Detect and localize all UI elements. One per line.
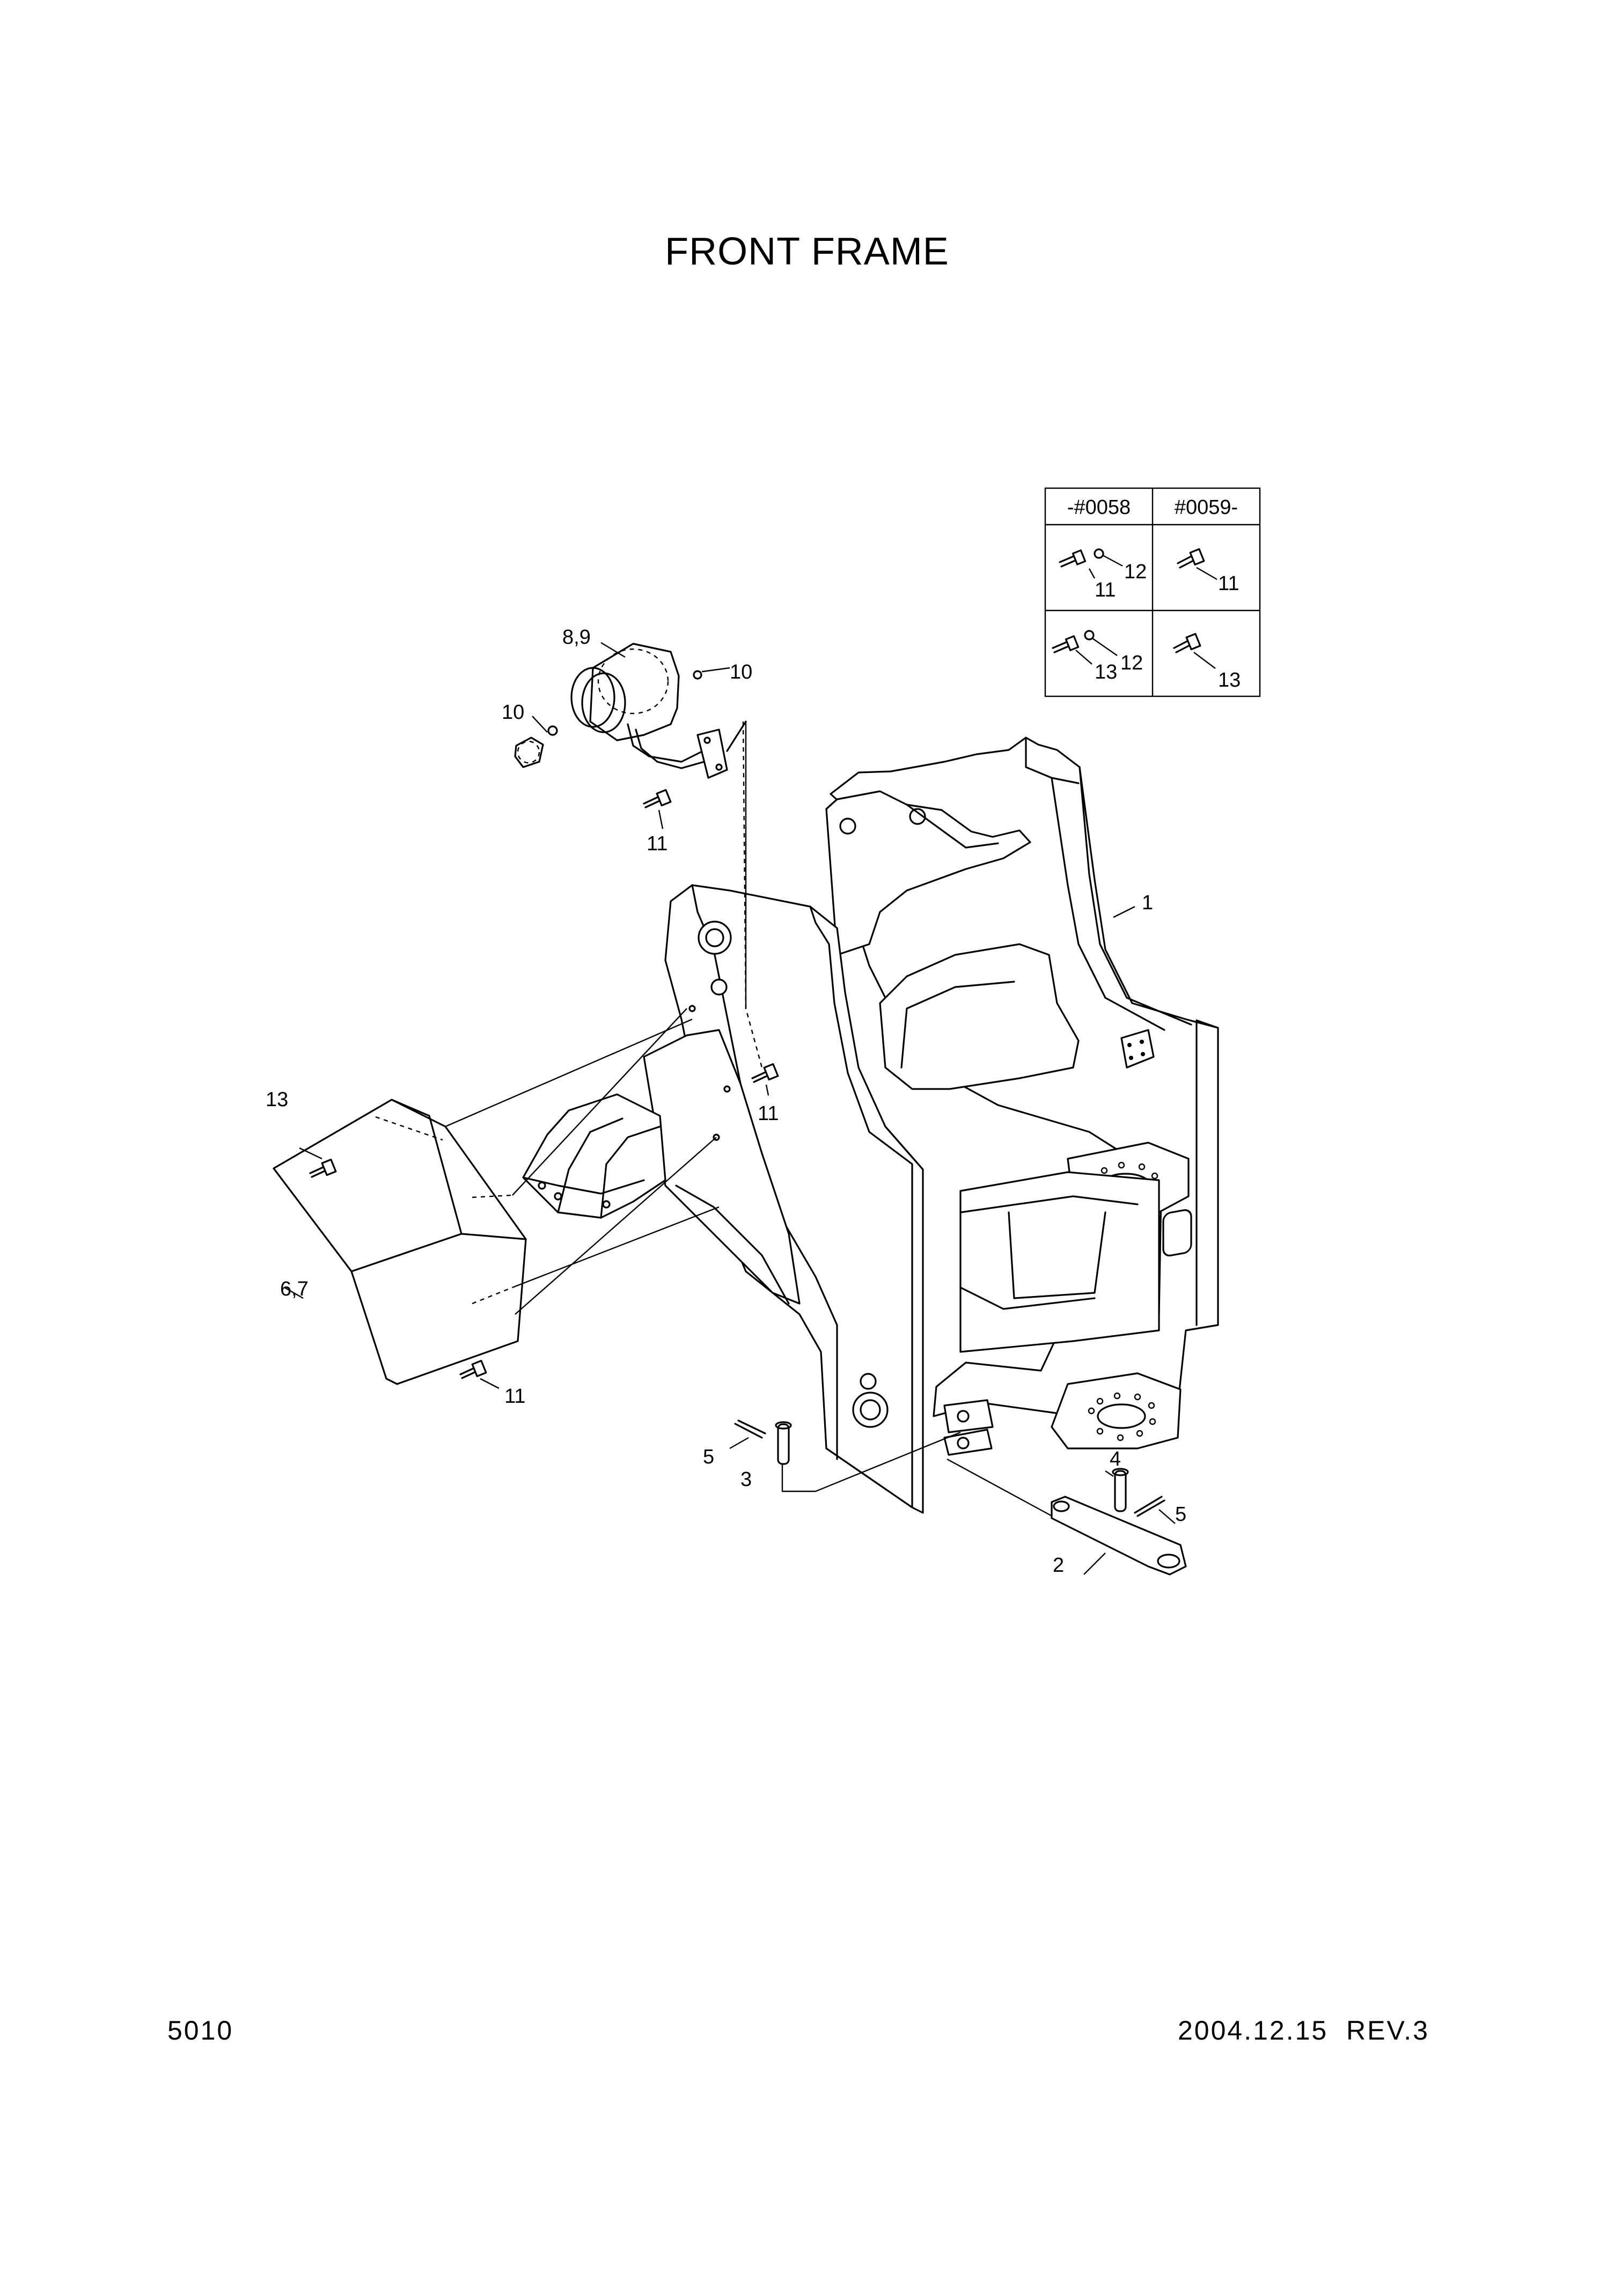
plug-icon (514, 737, 544, 768)
front-frame (643, 737, 1219, 1514)
bolt-icon (751, 1063, 779, 1096)
callout-11: 11 (504, 1385, 525, 1408)
cotter-pin-icon (1134, 1496, 1176, 1524)
washer-icon (1084, 630, 1095, 641)
serial-header-left: -#0058 (1067, 496, 1131, 519)
table-callout: 11 (1218, 572, 1239, 595)
callout-10: 10 (730, 661, 752, 683)
callout-8-9: 8,9 (562, 626, 591, 649)
callout-13: 13 (266, 1088, 288, 1111)
bolt-icon (643, 789, 672, 829)
page-title: FRONT FRAME (665, 230, 949, 273)
callout-11: 11 (758, 1102, 779, 1125)
bolt-icon (299, 1147, 337, 1178)
callout-5: 5 (1175, 1503, 1186, 1526)
callout-11: 11 (647, 833, 667, 855)
table-callout: 12 (1120, 652, 1143, 674)
link-bar (1051, 1496, 1187, 1576)
callout-6-7: 6,7 (280, 1278, 309, 1300)
side-cover (273, 1099, 527, 1385)
bolt-icon (1052, 635, 1080, 653)
filter-assembly (514, 643, 747, 779)
bolt-icon (1173, 632, 1201, 653)
page-number: 5010 (167, 2015, 234, 2045)
table-callout: 13 (1218, 669, 1241, 691)
bolt-icon (1059, 549, 1087, 568)
callout-2: 2 (1053, 1554, 1064, 1577)
serial-table: -#0058 #0059- 11 12 11 13 12 (1044, 487, 1261, 697)
table-callout: 11 (1095, 579, 1116, 601)
pin-icon (775, 1421, 792, 1465)
pin-icon (1105, 1468, 1129, 1512)
callout-1: 1 (1142, 892, 1153, 914)
table-callout: 12 (1124, 561, 1147, 583)
cotter-pin-icon (729, 1419, 766, 1449)
serial-header-right: #0059- (1175, 496, 1238, 519)
callout-5: 5 (703, 1446, 714, 1468)
bolt-icon (1177, 548, 1205, 569)
callout-10: 10 (502, 701, 524, 724)
washer-icon (1094, 548, 1104, 559)
bolt-circle (1088, 1392, 1156, 1441)
bracket-support (522, 1093, 666, 1219)
table-callout: 13 (1095, 661, 1117, 683)
callout-4: 4 (1110, 1448, 1121, 1470)
bolt-icon (459, 1359, 500, 1389)
date-revision: 2004.12.15 REV.3 (1178, 2015, 1429, 2045)
callout-3: 3 (740, 1468, 752, 1491)
